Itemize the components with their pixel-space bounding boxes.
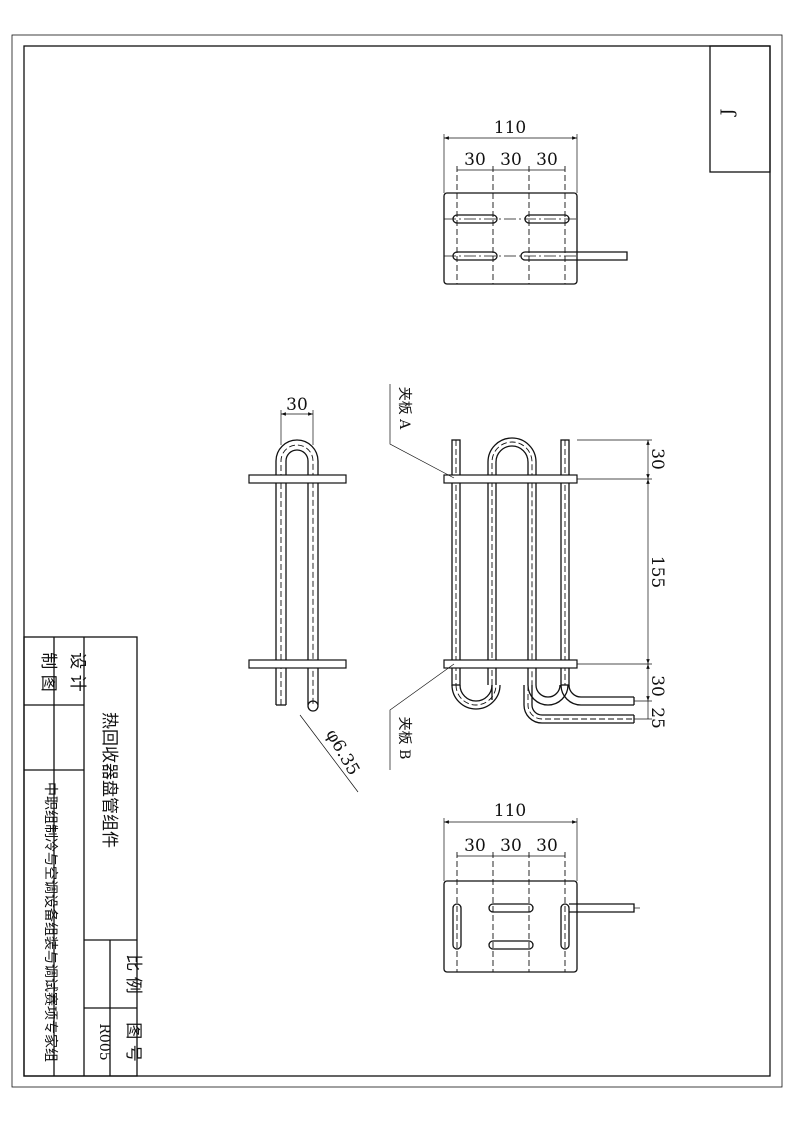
- inner-border: [23, 45, 771, 1077]
- top-dim-overall: 110: [494, 118, 526, 138]
- title-block: 制 图 设 计 热回收器盘管组件 中职组制冷与空调设备组装与调试赛项专家组 比 …: [23, 636, 143, 1077]
- front-dim-middle: 155: [647, 556, 667, 588]
- bottom-dim-1: 30: [464, 836, 486, 856]
- bottom-dim-2: 30: [500, 836, 522, 856]
- title-cell-draw: 制 图: [38, 652, 58, 691]
- top-view: 110 30 30 30: [443, 118, 628, 285]
- top-dim-1: 30: [464, 150, 486, 170]
- top-dim-3: 30: [536, 150, 558, 170]
- side-dim-tube: φ6.35: [321, 726, 363, 779]
- drawing-no-label: 图 号: [123, 1022, 143, 1061]
- plate-b: [443, 659, 578, 669]
- label-plate-a: 夹板 A: [396, 387, 412, 430]
- bottom-dim-3: 30: [536, 836, 558, 856]
- label-plate-b: 夹板 B: [396, 717, 412, 760]
- front-view: 30 155 30 25 夹板 A 夹板 B: [389, 384, 667, 770]
- scale-label: 比 例: [123, 954, 143, 993]
- front-dim-top: 30: [647, 448, 667, 470]
- front-dim-outlet: 25: [647, 707, 667, 729]
- plate-a: [443, 474, 578, 484]
- drawing-no: R005: [96, 1023, 112, 1060]
- org-name: 中职组制冷与空调设备组装与调试赛项专家组: [42, 782, 59, 1062]
- part-name: 热回收器盘管组件: [99, 712, 119, 848]
- outer-border: [11, 34, 783, 1088]
- side-dim-width: 30: [286, 395, 308, 415]
- side-view: 30 φ6.35: [248, 395, 363, 793]
- corner-box: [709, 45, 771, 173]
- bottom-view: 110 30 30 30: [443, 801, 640, 973]
- front-dim-bottom: 30: [647, 675, 667, 697]
- bottom-dim-overall: 110: [494, 801, 526, 821]
- corner-mark: J: [718, 108, 738, 117]
- top-dim-2: 30: [500, 150, 522, 170]
- title-cell-design: 设 计: [67, 652, 87, 691]
